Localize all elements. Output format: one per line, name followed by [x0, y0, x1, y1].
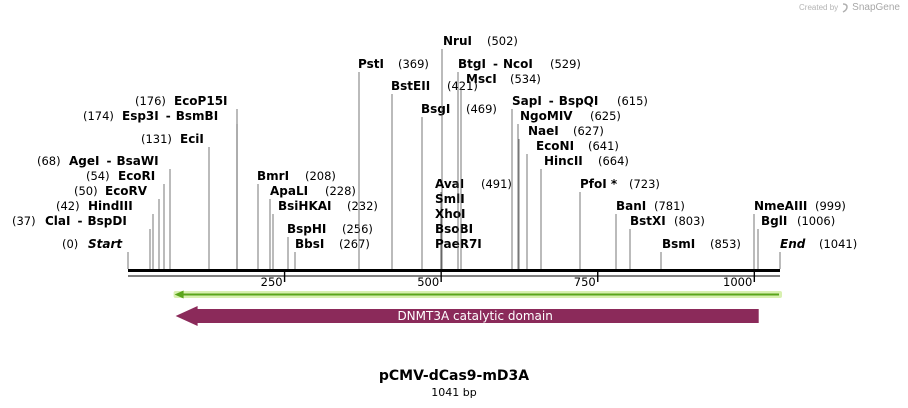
site-name: MscI — [466, 72, 497, 86]
site-name: HincII — [544, 154, 583, 168]
site-name-dash: - — [77, 214, 82, 228]
map-title: pCMV-dCas9-mD3A — [378, 368, 530, 384]
site-second-name: NcoI — [503, 57, 533, 71]
watermark-prefix: Created by — [799, 3, 839, 12]
site-name: BbsI — [295, 237, 324, 251]
site-position: (853) — [710, 237, 741, 251]
site-name: BsoBI — [435, 222, 473, 236]
site-second-name: BsmBI — [176, 109, 218, 123]
site-name: SmlI — [435, 192, 465, 206]
site-name: BmrI — [257, 169, 289, 183]
site-name: Start — [88, 237, 123, 251]
site-name-dash: - — [166, 109, 171, 123]
site-name-dash: - — [106, 154, 111, 168]
site-name: ClaI — [45, 214, 70, 228]
site-position: (641) — [588, 139, 619, 153]
feature-label: DNMT3A catalytic domain — [397, 309, 552, 323]
site-position: (369) — [398, 57, 429, 71]
site-position: (502) — [487, 34, 518, 48]
site-position: (228) — [325, 184, 356, 198]
site-second-name: BsaWI — [116, 154, 158, 168]
site-position: (1006) — [797, 214, 835, 228]
ruler-tick-label: 750 — [574, 275, 596, 289]
watermark-brand: SnapGene — [852, 2, 900, 13]
site-name: BstXI — [630, 214, 666, 228]
site-name: EciI — [180, 132, 204, 146]
site-name: BsgI — [421, 102, 450, 116]
primer-arrowhead — [174, 290, 184, 299]
site-position: (176) — [135, 94, 166, 108]
site-name: BspHI — [287, 222, 326, 236]
site-name: End — [780, 237, 806, 251]
site-position: (491) — [481, 177, 512, 191]
site-position: (42) — [56, 199, 80, 213]
site-position: (54) — [86, 169, 110, 183]
site-name: EcoRV — [105, 184, 148, 198]
site-position: (0) — [62, 237, 78, 251]
site-name: EcoNI — [536, 139, 574, 153]
site-position: (256) — [342, 222, 373, 236]
site-name: AvaI — [435, 177, 464, 191]
site-position: (421) — [447, 79, 478, 93]
site-name-dash: - — [549, 94, 554, 108]
site-position: (469) — [466, 102, 497, 116]
site-name: SapI — [512, 94, 542, 108]
site-name: HindIII — [88, 199, 133, 213]
site-position: (664) — [598, 154, 629, 168]
site-position: (803) — [674, 214, 705, 228]
site-position: (534) — [510, 72, 541, 86]
site-name: PfoI * — [580, 177, 618, 191]
ruler-tick-label: 500 — [417, 275, 439, 289]
site-position: (50) — [74, 184, 98, 198]
site-position: (781) — [654, 199, 685, 213]
site-position: (68) — [37, 154, 61, 168]
site-position: (174) — [83, 109, 114, 123]
site-position: (723) — [629, 177, 660, 191]
site-position: (267) — [339, 237, 370, 251]
site-name: BstEII — [391, 79, 430, 93]
ruler-tick-label: 1000 — [723, 275, 752, 289]
site-name: NaeI — [528, 124, 559, 138]
backbone-line — [128, 269, 780, 272]
site-name-dash: - — [493, 57, 498, 71]
feature-arrow — [175, 306, 759, 326]
site-position: (37) — [12, 214, 36, 228]
site-name: ApaLI — [270, 184, 308, 198]
site-position: (615) — [617, 94, 648, 108]
site-name: EcoP15I — [174, 94, 228, 108]
site-name: BsiHKAI — [278, 199, 332, 213]
site-name: BsmI — [662, 237, 695, 251]
map-length: 1041 bp — [431, 386, 477, 399]
ruler-tick-label: 250 — [261, 275, 283, 289]
site-name: Esp3I — [122, 109, 159, 123]
site-position: (1041) — [819, 237, 857, 251]
site-name: PstI — [358, 57, 384, 71]
site-name: BglI — [761, 214, 787, 228]
site-name: NmeAIII — [754, 199, 807, 213]
site-position: (625) — [590, 109, 621, 123]
site-second-name: BspDI — [87, 214, 126, 228]
site-name: NruI — [443, 34, 472, 48]
site-position: (627) — [573, 124, 604, 138]
site-name: EcoRI — [118, 169, 155, 183]
snapgene-logo-icon — [842, 2, 848, 13]
site-second-name: BspQI — [559, 94, 599, 108]
site-name: BtgI — [458, 57, 486, 71]
site-position: (208) — [305, 169, 336, 183]
site-name: NgoMIV — [520, 109, 573, 123]
site-name: AgeI — [69, 154, 99, 168]
snapgene-watermark: Created by SnapGene — [799, 2, 900, 13]
site-position: (232) — [347, 199, 378, 213]
site-position: (131) — [141, 132, 172, 146]
site-position: (529) — [550, 57, 581, 71]
site-position: (999) — [815, 199, 846, 213]
site-name: BanI — [616, 199, 646, 213]
